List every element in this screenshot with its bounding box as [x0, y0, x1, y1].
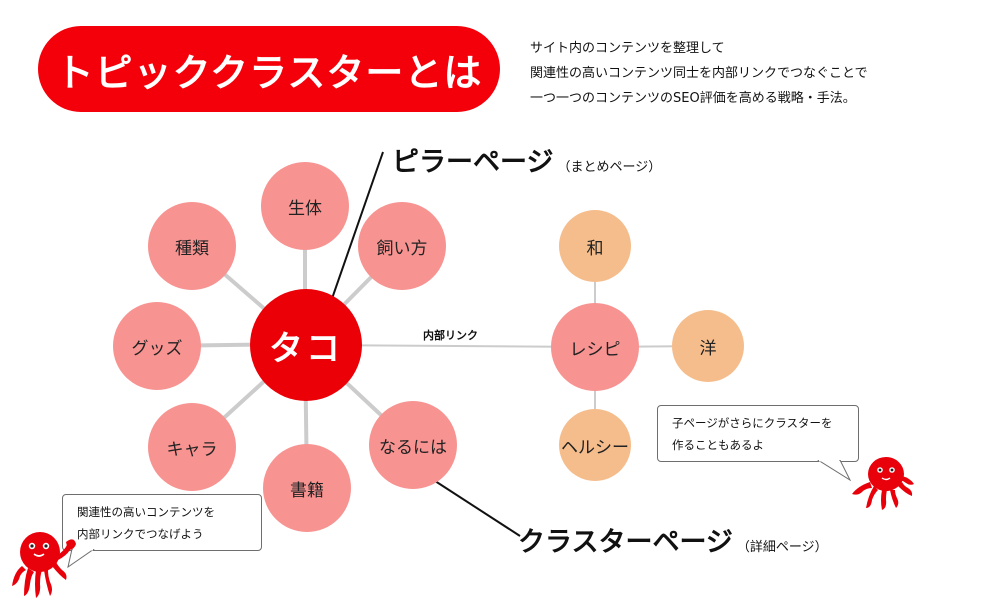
- cluster-page-note: （詳細ページ）: [736, 540, 828, 555]
- cluster-pointer: [431, 478, 521, 537]
- node-you: 洋: [672, 310, 744, 382]
- node-recipe-label: レシピ: [569, 339, 621, 360]
- node-kaikata: 飼い方: [358, 202, 446, 290]
- bubble-right-tail: [817, 460, 852, 482]
- node-wa: 和: [559, 210, 631, 282]
- speech-bubble-right: 子ページがさらにクラスターを 作ることもあるよ: [657, 405, 859, 462]
- intro-line-1: サイト内のコンテンツを整理して: [530, 41, 725, 56]
- internal-link-label: 内部リンク: [423, 329, 478, 342]
- bubble-right-line-2: 作ることもあるよ: [672, 438, 764, 452]
- cluster-page-label: クラスターページ（詳細ページ）: [518, 520, 828, 559]
- node-recipe: レシピ: [551, 303, 639, 391]
- bubble-left-line-1: 関連性の高いコンテンツを: [77, 505, 215, 519]
- node-shurui-label: 種類: [175, 238, 209, 259]
- node-seitai-label: 生体: [288, 198, 322, 219]
- node-chara: キャラ: [148, 403, 236, 491]
- pillar-node-tako: タコ: [250, 289, 362, 401]
- node-naruniwa-label: なるには: [379, 437, 447, 458]
- bubble-left-tail: [67, 549, 95, 569]
- octopus-mascot-icon: [12, 532, 76, 598]
- node-chara-label: キャラ: [166, 439, 218, 460]
- node-kaikata-label: 飼い方: [376, 238, 428, 259]
- intro-line-2: 関連性の高いコンテンツ同士を内部リンクでつなぐことで: [530, 66, 868, 81]
- node-healthy-label: ヘルシー: [561, 437, 629, 458]
- pillar-page-title: ピラーページ: [392, 147, 554, 178]
- bubble-left-line-2: 内部リンクでつなげよう: [77, 527, 204, 541]
- intro-line-3: 一つ一つのコンテンツのSEO評価を高める戦略・手法。: [530, 91, 856, 106]
- node-seitai: 生体: [261, 162, 349, 250]
- pillar-page-note: （まとめページ）: [557, 160, 662, 175]
- pillar-node-label: タコ: [269, 328, 343, 369]
- intro-text: サイト内のコンテンツを整理して 関連性の高いコンテンツ同士を内部リンクでつなぐこ…: [530, 36, 868, 111]
- node-you-label: 洋: [699, 338, 717, 359]
- node-goods-label: グッズ: [131, 338, 183, 359]
- pillar-page-label: ピラーページ（まとめページ）: [392, 140, 661, 179]
- speech-bubble-left: 関連性の高いコンテンツを 内部リンクでつなげよう: [62, 494, 262, 551]
- node-goods: グッズ: [113, 302, 201, 390]
- title-banner: トピッククラスターとは: [38, 26, 500, 112]
- node-healthy: ヘルシー: [559, 409, 631, 481]
- node-shoseki: 書籍: [263, 444, 351, 532]
- page-title: トピッククラスターとは: [55, 50, 483, 95]
- octopus-mascot-icon-2: [852, 457, 914, 510]
- cluster-page-title: クラスターページ: [518, 527, 733, 558]
- pillar-pointer: [326, 151, 384, 314]
- bubble-right-line-1: 子ページがさらにクラスターを: [672, 416, 833, 430]
- node-shurui: 種類: [148, 202, 236, 290]
- node-shoseki-label: 書籍: [290, 480, 324, 501]
- node-wa-label: 和: [586, 238, 604, 259]
- node-naruniwa: なるには: [369, 401, 457, 489]
